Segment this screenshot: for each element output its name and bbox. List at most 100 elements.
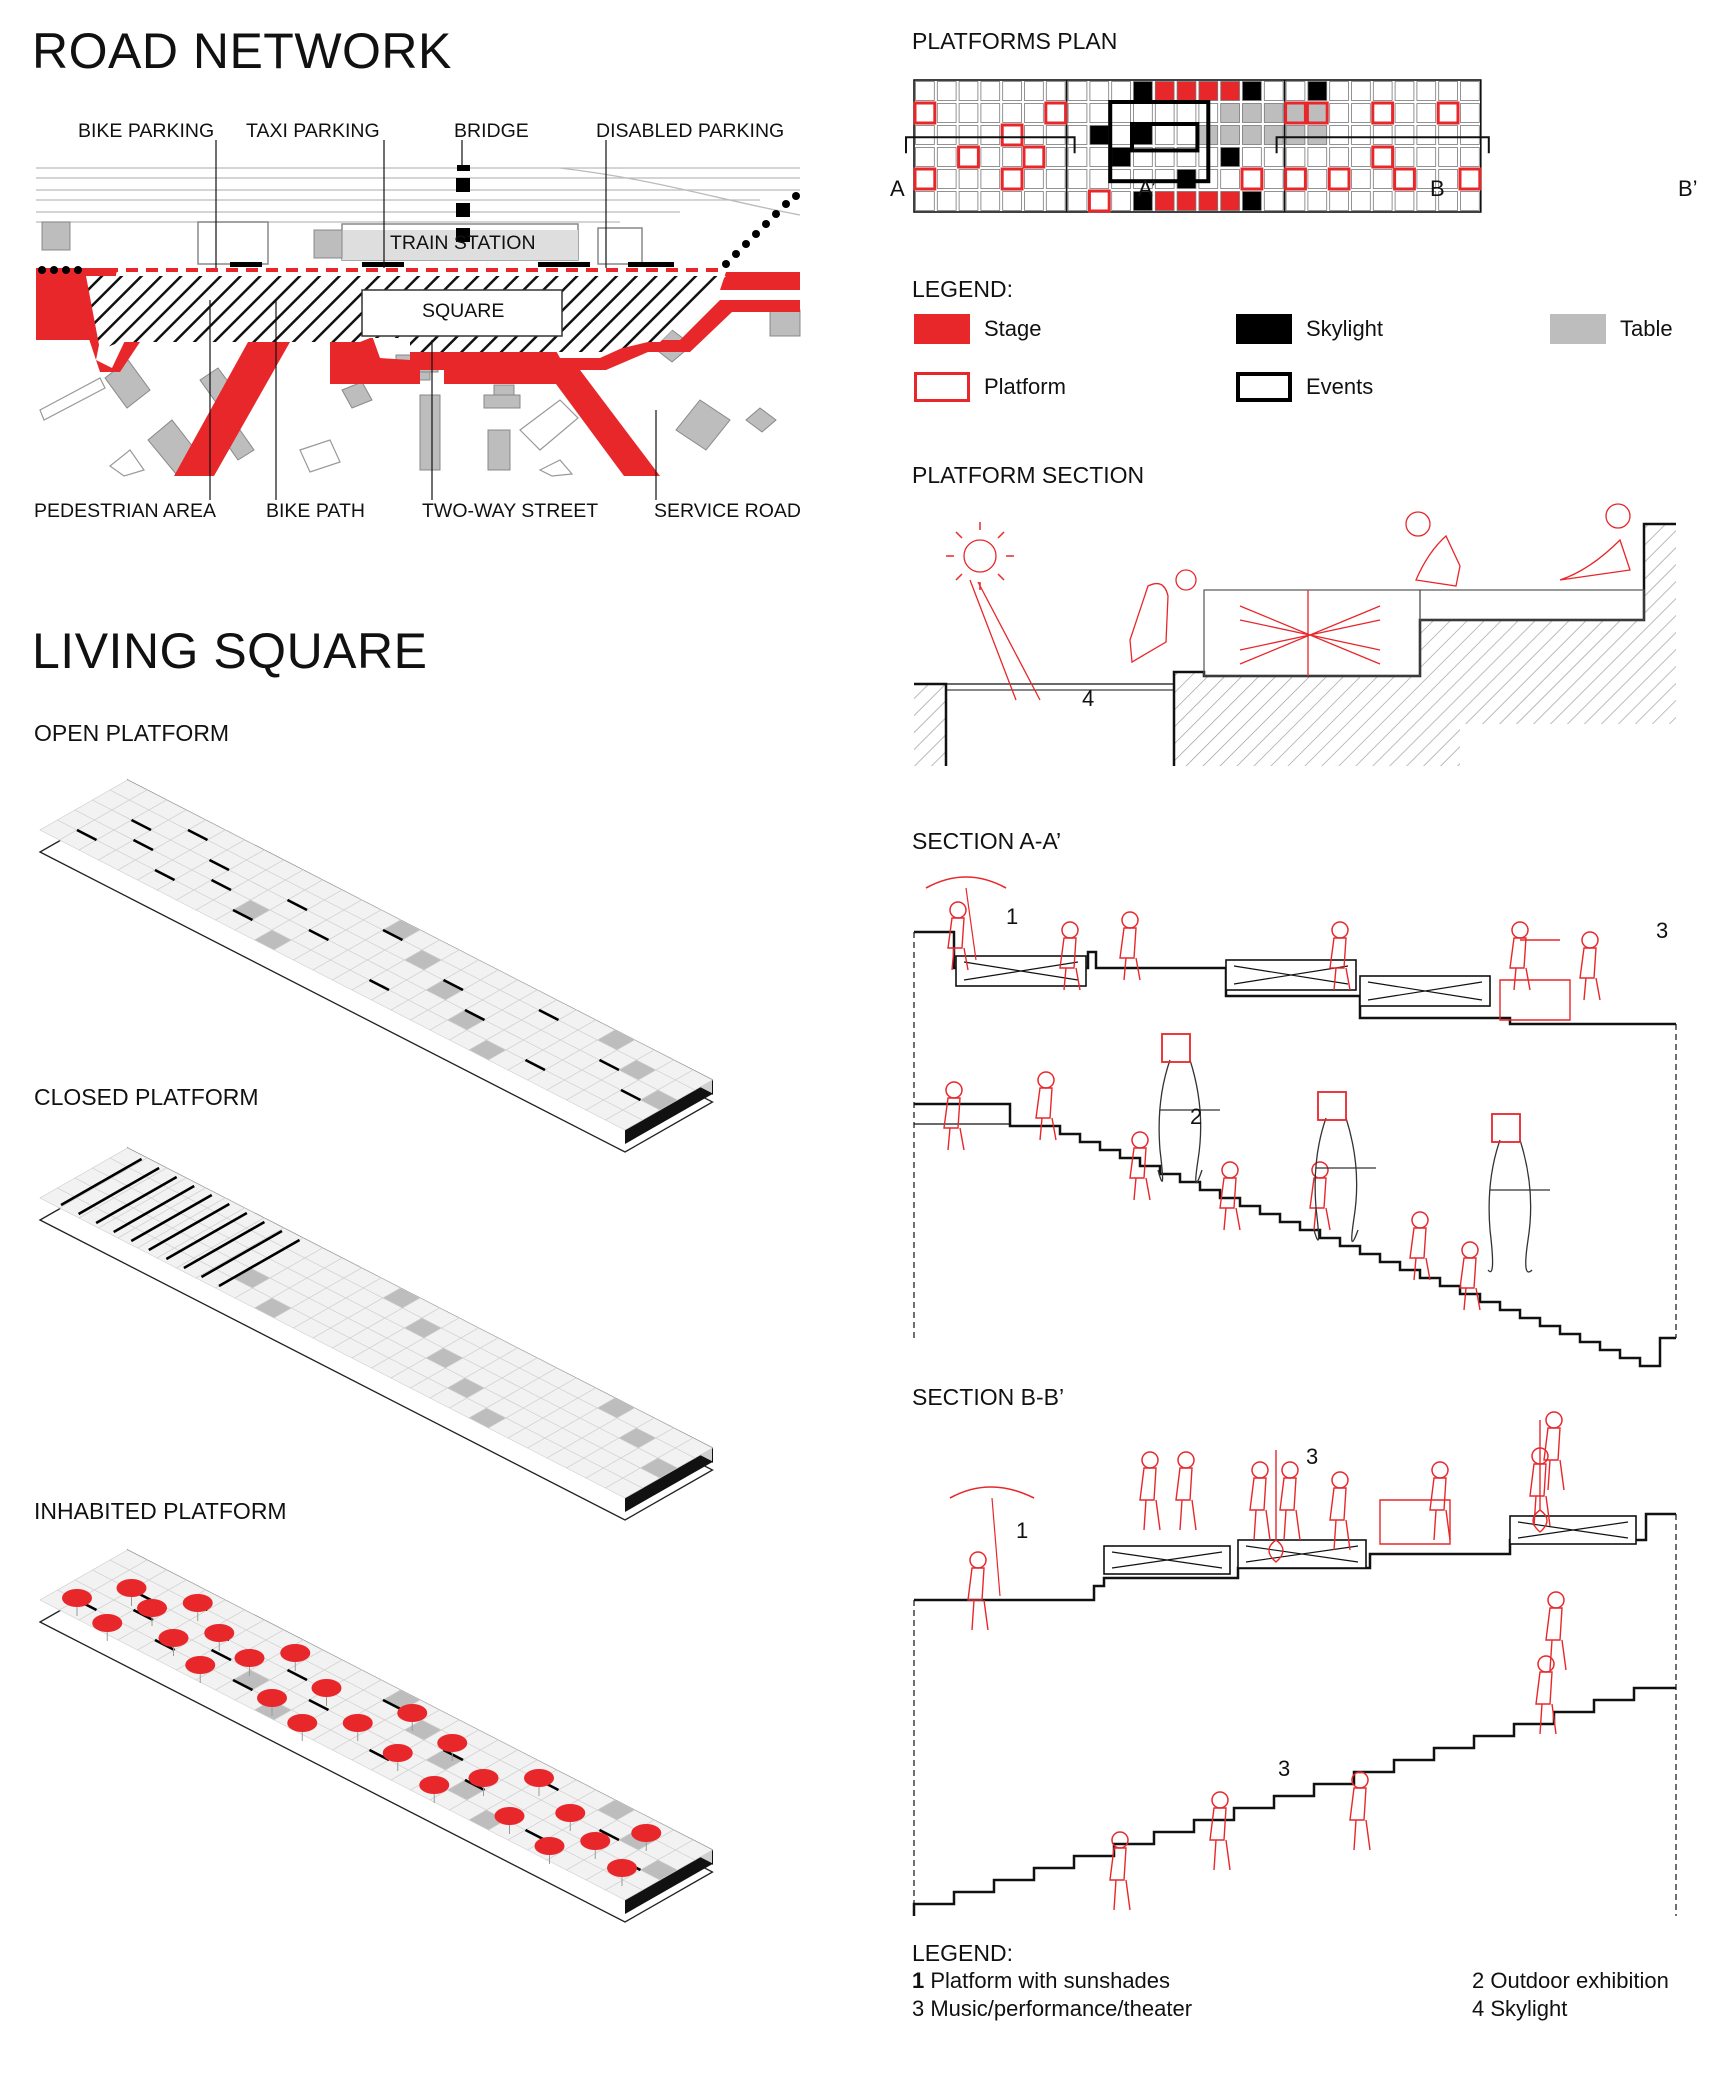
axo-tile [93, 809, 133, 831]
axo-tile [620, 1447, 659, 1469]
axo-open-slot [620, 1858, 642, 1872]
axo-tile [351, 1347, 390, 1369]
axo-tile [253, 1297, 293, 1319]
axo-tile [249, 1659, 289, 1681]
axo-tile [440, 949, 480, 971]
axo-tile [323, 1257, 363, 1279]
axo-tile [232, 1267, 271, 1289]
statue-frame [1491, 1113, 1521, 1143]
plan-platform-cell [1458, 167, 1482, 191]
axo-tile [561, 1049, 601, 1071]
axo-tile [97, 1217, 137, 1239]
axo-tile [111, 1569, 150, 1591]
plan-cell [1394, 191, 1415, 211]
umbrella-canopy [204, 1624, 235, 1642]
axo-tile [171, 1619, 211, 1641]
plan-cell [1438, 81, 1458, 101]
plan-cell [1351, 169, 1371, 189]
plan-cell [1416, 147, 1437, 167]
axo-tile [602, 1859, 642, 1881]
axo-tile [228, 1227, 267, 1249]
axo-tile [167, 809, 207, 831]
label-two-way-street: TWO-WAY STREET [422, 500, 599, 522]
axo-tile [542, 1039, 581, 1061]
plan-platform-cell [1022, 145, 1046, 169]
plan-cell [1176, 125, 1197, 145]
plan-cell [1372, 147, 1393, 167]
axo-tile [585, 1869, 624, 1891]
bb-scissor [1517, 1521, 1629, 1539]
axo-tile [171, 1217, 211, 1239]
axo-tile [657, 1447, 696, 1469]
axo-tile [600, 1069, 640, 1091]
person-head [1411, 1211, 1429, 1229]
axo-tile [189, 1207, 228, 1229]
axo-tile [58, 1197, 98, 1219]
axo-tile [345, 919, 384, 941]
axo-tile [97, 1619, 137, 1641]
plan-cell [958, 103, 979, 123]
axo-tile [583, 1079, 622, 1101]
marker-b-prime: B’ [1678, 176, 1698, 201]
axo-tile [310, 1709, 349, 1731]
axo-tile [349, 959, 388, 981]
plan-cell [936, 125, 957, 145]
axo-tile [175, 1659, 215, 1681]
plan-cell [1460, 169, 1480, 189]
axo-tile [117, 1629, 156, 1651]
axo-tile [214, 1679, 254, 1701]
plan-cell [1263, 103, 1284, 123]
axo-tile [234, 1689, 273, 1711]
axo-tile [76, 1589, 115, 1611]
axo-tile [323, 889, 363, 911]
axo-tile [577, 1789, 616, 1811]
plan-cell [1045, 147, 1066, 167]
person-body [967, 1567, 989, 1631]
axo-tile [618, 1059, 657, 1081]
plan-cell [1394, 81, 1415, 101]
plan-platform-cell [913, 101, 937, 125]
bb-piano [1379, 1499, 1451, 1545]
open-platform-title: OPEN PLATFORM [34, 720, 230, 746]
axo-tile [154, 1629, 193, 1651]
axo-open-slot [132, 1608, 154, 1622]
axo-tile [425, 979, 464, 1001]
plan-cell [1111, 169, 1131, 189]
axo-tile [674, 1437, 714, 1459]
axo-tile [546, 1079, 585, 1101]
axo-open-slot [368, 1748, 390, 1762]
plan-cell [980, 191, 1001, 211]
plan-cell [958, 191, 979, 211]
axo-tile [148, 799, 187, 821]
legend-platform-swatch [914, 372, 970, 402]
axo-tile [91, 1157, 131, 1179]
axo-tile [234, 919, 273, 941]
plan-cell [1329, 103, 1349, 123]
plan-cell [1307, 147, 1328, 167]
axo-open-slot [232, 908, 254, 922]
plan-cell [1045, 169, 1066, 189]
axo-tile [468, 1039, 507, 1061]
axo-open-slot [154, 1638, 176, 1652]
marker-b: B [1430, 176, 1445, 201]
plan-cell [1285, 103, 1306, 123]
plan-platform-cell [1393, 167, 1416, 191]
plan-cell [1329, 147, 1349, 167]
axo-tile [56, 809, 96, 831]
axo-tile [78, 1207, 117, 1229]
axo-tile [565, 1457, 605, 1479]
axo-open-slot [382, 928, 404, 942]
person-body [1129, 1147, 1151, 1201]
axo-tile [501, 1769, 540, 1791]
axo-tile [577, 1387, 616, 1409]
plan-cell [1307, 191, 1328, 211]
person-head [1221, 1161, 1239, 1179]
axo-open-slot [208, 1628, 230, 1642]
plan-cell [936, 147, 957, 167]
square-label: SQUARE [422, 300, 505, 322]
axo-front [127, 1147, 713, 1463]
axo-tile [518, 989, 558, 1011]
plan-cell [1024, 191, 1044, 211]
axo-tile [637, 1437, 677, 1459]
